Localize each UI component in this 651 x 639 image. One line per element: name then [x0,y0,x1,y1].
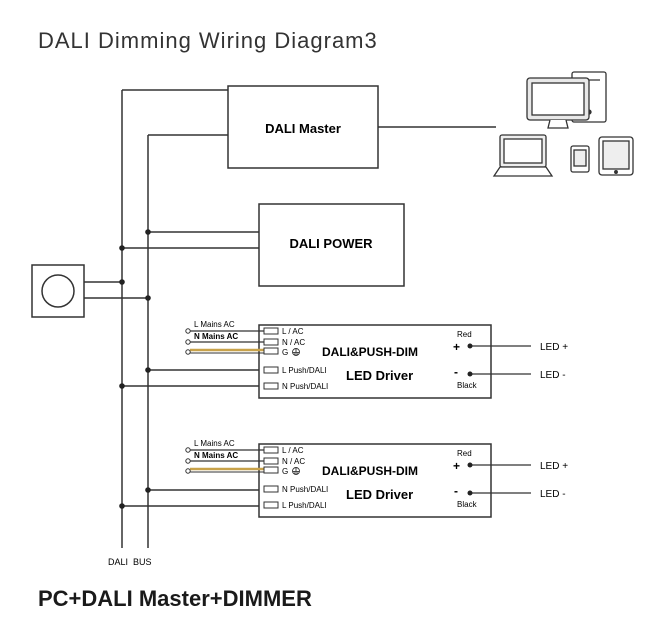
term-n-label: N / AC [282,457,305,466]
footer-title: PC+DALI Master+DIMMER [38,586,312,611]
mains-n-label: N Mains AC [194,332,238,341]
term-n-label: N / AC [282,338,305,347]
plus-sign: + [453,459,460,473]
push1-label: L Push/DALI [282,366,327,375]
dali-power-label: DALI POWER [289,236,373,251]
push2-label: L Push/DALI [282,501,327,510]
term-l-label: L / AC [282,327,304,336]
led-minus-label: LED - [540,489,566,500]
dali-power-box [258,203,405,287]
dali-master-label: DALI Master [265,121,341,136]
laptop-icon [492,134,554,177]
mains-l-label: L Mains AC [194,439,235,448]
dali-bus-label: DALI BUS [108,557,152,567]
earth-icon [292,467,300,475]
dali-master-box [227,85,379,169]
led-plus-label: LED + [540,342,568,353]
driver-name-line1: DALI&PUSH-DIM [322,345,418,359]
driver-name-line2: LED Driver [346,487,413,502]
page-title: DALI Dimming Wiring Diagram3 [38,28,378,53]
minus-sign: - [454,365,458,379]
driver-1-box [258,324,492,399]
led-minus-label: LED - [540,370,566,381]
plus-sign: + [453,340,460,354]
driver-2-box [258,443,492,518]
term-g-label: G [282,467,288,476]
minus-sign: - [454,484,458,498]
earth-icon [292,348,300,356]
phone-icon [570,145,590,173]
push1-label: N Push/DALI [282,485,328,494]
tablet-icon [598,136,634,176]
driver-name-line1: DALI&PUSH-DIM [322,464,418,478]
driver-2: L Mains AC N Mains AC L / AC N / AC G N … [185,439,568,518]
driver-name-line2: LED Driver [346,368,413,383]
mains-l-label: L Mains AC [194,320,235,329]
mains-n-label: N Mains AC [194,451,238,460]
black-label: Black [457,381,478,390]
desktop-computer-icon [526,71,607,129]
driver-1: L Mains AC N Mains AC L / AC N / AC G L … [185,320,568,399]
term-l-label: L / AC [282,446,304,455]
dimmer-knob-icon [41,274,75,308]
led-plus-label: LED + [540,461,568,472]
push2-label: N Push/DALI [282,382,328,391]
term-g-label: G [282,348,288,357]
red-label: Red [457,449,472,458]
black-label: Black [457,500,478,509]
red-label: Red [457,330,472,339]
